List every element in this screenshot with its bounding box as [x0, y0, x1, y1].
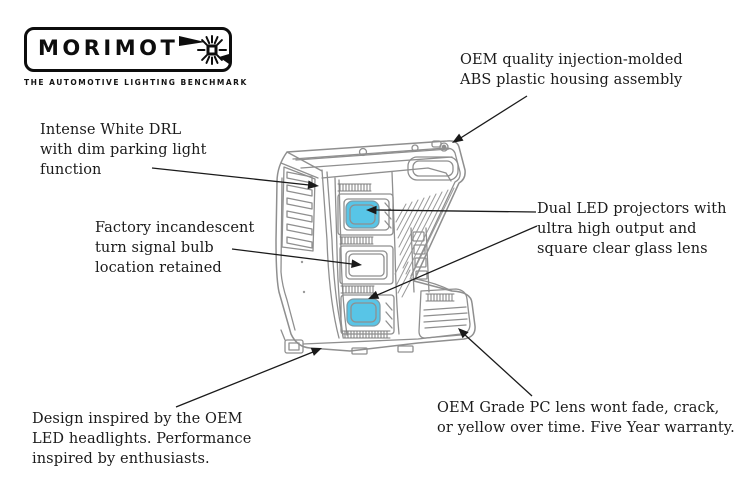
leader-lens — [458, 328, 533, 397]
callout-projectors: Dual LED projectors with ultra high outp… — [537, 201, 727, 257]
logo-wordmark: MORIMOT — [38, 36, 179, 60]
leader-housing — [452, 95, 528, 143]
projector-lower-highlight — [346, 298, 381, 327]
callout-housing: OEM quality injection-molded ABS plastic… — [460, 52, 683, 88]
morimoto-logo: MORIMOT — [24, 27, 248, 87]
starburst-icon — [179, 34, 230, 65]
leader-design — [175, 347, 322, 408]
side-drl-strip — [281, 166, 316, 252]
housing-outline — [275, 140, 476, 352]
headlight-drawing — [275, 140, 476, 355]
callout-lens: OEM Grade PC lens wont fade, crack, or y… — [437, 400, 735, 436]
callout-turn-signal: Factory incandescent turn signal bulb lo… — [95, 220, 255, 276]
turn-signal-opening — [339, 245, 394, 285]
marker-lens-block — [418, 288, 471, 339]
projector-upper-highlight — [345, 200, 380, 229]
callout-design: Design inspired by the OEM LED headlight… — [32, 411, 252, 467]
brand-tagline: THE AUTOMOTIVE LIGHTING BENCHMARK — [24, 78, 248, 87]
leader-projector-upper — [366, 205, 537, 215]
leader-projector-lower — [368, 225, 538, 299]
callout-drl: Intense White DRL with dim parking light… — [40, 122, 207, 178]
logo-box: MORIMOT — [24, 27, 232, 72]
